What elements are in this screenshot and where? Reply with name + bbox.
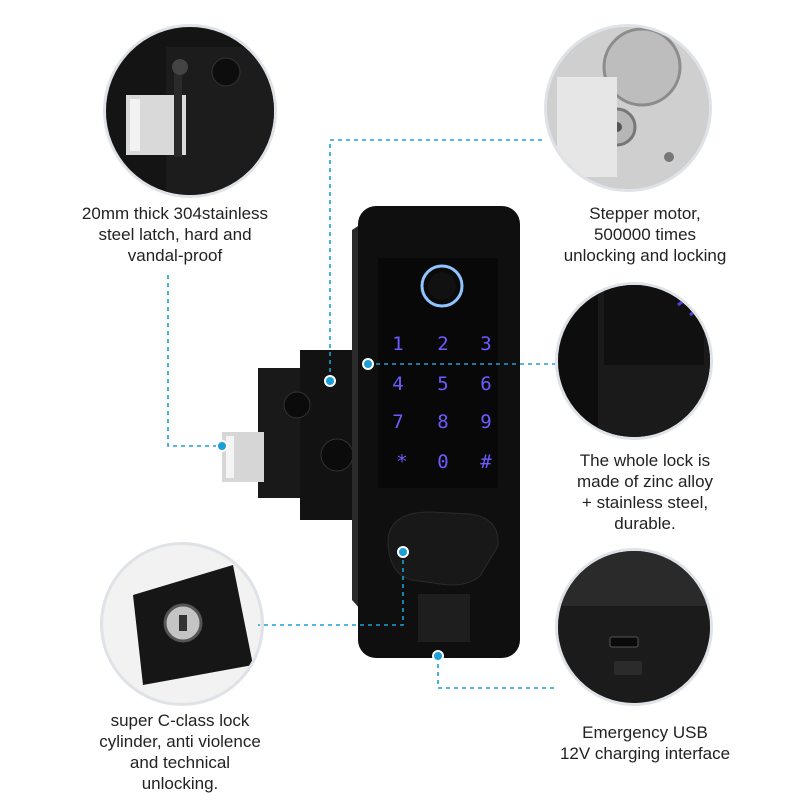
motor-caption: Stepper motor, 500000 times unlocking an… — [563, 204, 727, 265]
material-detail-image — [558, 285, 710, 437]
keypad-key[interactable]: 1 — [392, 333, 403, 355]
keypad-key[interactable]: 6 — [480, 373, 491, 395]
keypad-key[interactable]: 9 — [480, 411, 491, 433]
cylinder-detail-image — [103, 545, 261, 703]
usb-detail-circle — [555, 548, 713, 706]
motor-detail-image — [547, 27, 709, 189]
keypad-key[interactable]: # — [480, 451, 492, 473]
keypad-key[interactable]: 4 — [392, 373, 403, 395]
keypad-key[interactable]: 0 — [437, 451, 448, 473]
cylinder-caption: super C-class lock cylinder, anti violen… — [99, 711, 261, 793]
keypad-key[interactable]: 8 — [437, 411, 448, 433]
cylinder-detail-circle — [100, 542, 264, 706]
alloy-caption: The whole lock is made of zinc alloy + s… — [576, 451, 714, 533]
usb-detail-image — [558, 551, 710, 703]
keypad-key[interactable]: 7 — [392, 411, 403, 433]
keypad-key[interactable]: 2 — [437, 333, 448, 355]
keypad-key[interactable]: * — [396, 451, 407, 473]
keypad-key[interactable]: 3 — [480, 333, 491, 355]
latch-caption: 20mm thick 304stainless steel latch, har… — [81, 204, 269, 265]
usb-caption: Emergency USB 12V charging interface — [559, 723, 731, 763]
material-detail-circle — [555, 282, 713, 440]
keypad-key[interactable]: 5 — [437, 373, 448, 395]
motor-detail-circle — [544, 24, 712, 192]
